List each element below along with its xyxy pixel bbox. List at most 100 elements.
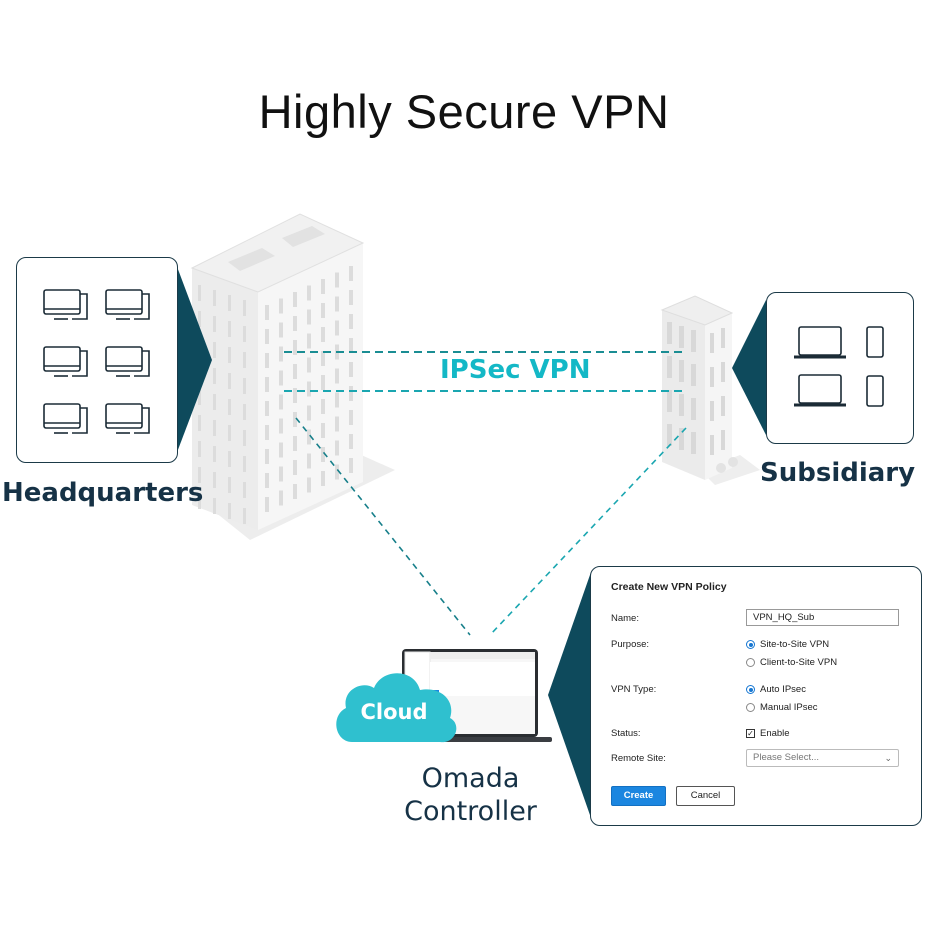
hq-building-left-face [192,268,258,530]
checkbox-checked-icon[interactable]: ✓ [746,728,755,738]
window [321,351,325,366]
window [228,425,231,441]
purpose-option-site-to-site[interactable]: Site-to-Site VPN [746,639,829,650]
window [198,415,201,431]
desktop-computer-icon [43,346,88,377]
cancel-button[interactable]: Cancel [676,786,735,806]
window [321,447,325,462]
window [265,473,269,488]
remote-site-select[interactable]: Please Select... ⌄ [746,749,899,767]
window [335,296,339,312]
window [279,298,283,314]
sub-building-roof [660,295,734,326]
window [293,316,297,331]
window [213,290,216,306]
laptop-screen-topbar [430,652,535,659]
window [307,477,311,493]
window [307,357,311,373]
window [265,353,269,368]
window [349,290,353,305]
radio-unselected-icon[interactable] [746,658,755,667]
window [279,322,283,338]
window [307,309,311,325]
window [243,300,246,316]
radio-selected-icon[interactable] [746,685,755,694]
window [243,482,246,498]
desktop-computer-icon [105,289,150,320]
window [321,303,325,318]
window [710,401,714,421]
create-vpn-policy-dialog: Create New VPN Policy Name: VPN_HQ_Sub P… [590,566,922,826]
sub-building-front-face [705,313,732,480]
vpn-type-option-auto[interactable]: Auto IPsec [746,684,806,695]
window [228,295,231,311]
vpn-type-option-manual[interactable]: Manual IPsec [746,702,818,713]
vpn-type-option-label: Auto IPsec [760,684,806,695]
window [213,420,216,436]
window [307,453,311,469]
cloud-label: Cloud [360,700,428,724]
window [679,360,684,382]
sub-callout-pointer [732,300,766,435]
vpn-type-option-label: Manual IPsec [760,702,818,713]
radio-unselected-icon[interactable] [746,703,755,712]
status-checkbox-label: Enable [760,728,790,739]
window [243,456,246,472]
purpose-option-client-to-site[interactable]: Client-to-Site VPN [746,657,837,668]
window [349,410,353,425]
window [243,326,246,342]
window [721,430,725,450]
remote-site-placeholder: Please Select... [753,752,820,763]
desktop-computer-icon [43,403,88,434]
window [265,401,269,416]
subsidiary-label: Subsidiary [760,458,916,488]
window [691,330,696,352]
window [321,471,325,486]
desktop-computer-icon [43,289,88,320]
window [691,432,696,454]
omada-controller-label: Omada Controller [398,762,543,828]
status-enable-checkbox[interactable]: ✓ Enable [746,728,790,739]
purpose-option-label: Site-to-Site VPN [760,639,830,650]
window [228,321,231,337]
ipsec-vpn-label: IPSec VPN [440,355,591,385]
name-label: Name: [611,613,639,624]
window [198,441,201,457]
window [321,423,325,438]
name-input[interactable]: VPN_HQ_Sub [746,609,899,626]
window [228,399,231,415]
window [265,377,269,392]
create-button[interactable]: Create [611,786,666,806]
window [213,498,216,514]
hq-callout-pointer [176,264,212,455]
window [349,338,353,353]
sub-windows [667,322,725,455]
window [349,362,353,377]
hq-devices-grid [43,289,150,434]
purpose-option-label: Client-to-Site VPN [760,657,838,668]
window [213,342,216,358]
window [213,472,216,488]
dialog-title: Create New VPN Policy [611,581,727,593]
cloud-shape [336,673,457,743]
radio-selected-icon[interactable] [746,640,755,649]
window [228,373,231,389]
window [293,388,297,403]
window [667,322,672,344]
window [213,394,216,410]
hq-roof-vent [228,248,275,271]
window [198,467,201,483]
window [335,464,339,480]
chevron-down-icon: ⌄ [884,753,892,763]
window [710,333,714,353]
window [293,436,297,451]
window [335,368,339,384]
smartphone-icon [866,326,884,358]
window [293,292,297,307]
window [349,458,353,473]
laptop-screen-panel [430,662,535,696]
remote-site-label: Remote Site: [611,753,666,764]
window [335,392,339,408]
window [335,272,339,288]
window [198,389,201,405]
